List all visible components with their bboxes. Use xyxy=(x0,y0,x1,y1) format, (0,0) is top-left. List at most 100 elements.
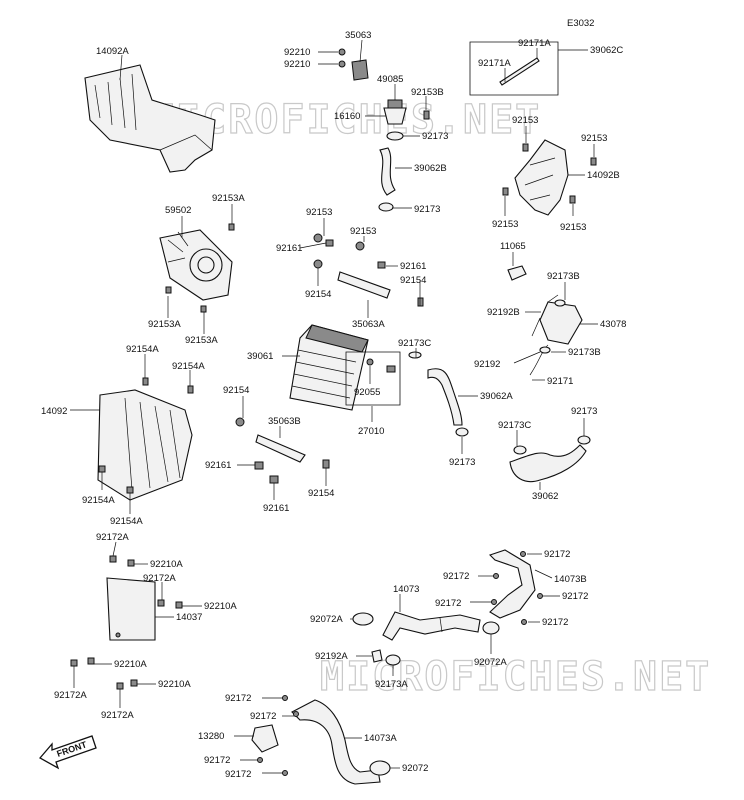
label-92055: 92055 xyxy=(354,387,380,398)
nut-92210A-c xyxy=(87,657,95,665)
label-92153A-l: 92153A xyxy=(148,319,181,330)
bolt-92172-b2 xyxy=(293,711,299,717)
label-49085: 49085 xyxy=(377,74,403,85)
label-43078: 43078 xyxy=(600,319,626,330)
bolt-92154A-b xyxy=(187,385,194,394)
label-92173-d: 92173 xyxy=(571,406,597,417)
bolt-92210-b xyxy=(338,60,346,68)
label-14037: 14037 xyxy=(176,612,202,623)
label-92171A-b: 92171A xyxy=(478,58,511,69)
clamp-92173C-b xyxy=(513,445,527,455)
clip-92192A xyxy=(371,649,383,663)
bolt-92172-b1 xyxy=(282,695,288,701)
cap-11065 xyxy=(507,265,527,281)
label-92072A-b: 92072A xyxy=(474,657,507,668)
clamp-92173-b xyxy=(378,202,394,212)
bolt-92153-r3 xyxy=(502,187,509,196)
nut-92210A-b xyxy=(175,601,183,609)
bolt-92153A-top xyxy=(228,223,235,231)
label-92154A-c: 92154A xyxy=(82,495,115,506)
label-92172-b3: 92172 xyxy=(204,755,230,766)
label-92172-r3: 92172 xyxy=(435,598,461,609)
clamp-92072A-a xyxy=(352,612,374,626)
label-92161-l2: 92161 xyxy=(263,503,289,514)
fan-59502 xyxy=(159,229,233,301)
hose-14073 xyxy=(382,611,481,641)
bolt-92153B xyxy=(423,110,430,120)
label-92154-l2: 92154 xyxy=(308,488,334,499)
label-92153-r3: 92153 xyxy=(492,219,518,230)
label-92153-r2: 92153 xyxy=(581,133,607,144)
clamp-92173B-a xyxy=(554,299,566,307)
clamp-92072A-b xyxy=(482,621,500,635)
label-35063: 35063 xyxy=(345,30,371,41)
label-92154-m2: 92154 xyxy=(400,275,426,286)
label-92161-m2: 92161 xyxy=(400,261,426,272)
bolt-92153-r2 xyxy=(590,157,597,166)
label-92153-r1: 92153 xyxy=(512,115,538,126)
label-92210A-a: 92210A xyxy=(150,559,183,570)
bolt-92172A-a xyxy=(109,555,117,563)
radiator-39061 xyxy=(289,324,369,411)
label-14073B: 14073B xyxy=(554,574,587,585)
bolt-92154-l2 xyxy=(322,459,330,469)
label-92172A-c: 92172A xyxy=(54,690,87,701)
shroud-14092 xyxy=(97,389,193,501)
cap-49085 xyxy=(383,99,407,125)
label-39062A: 39062A xyxy=(480,391,513,402)
hose-39062B xyxy=(379,147,396,196)
label-92153A-r: 92153A xyxy=(185,335,218,346)
bolt-92153-r4 xyxy=(569,195,576,204)
clamp-92072 xyxy=(369,760,391,776)
nut-92161-m1 xyxy=(325,239,334,247)
label-92171: 92171 xyxy=(547,376,573,387)
label-92173A: 92173A xyxy=(375,679,408,690)
label-92210-a: 92210 xyxy=(284,47,310,58)
label-92172A-d: 92172A xyxy=(101,710,134,721)
reservoir-43078 xyxy=(529,294,583,376)
label-92153B: 92153B xyxy=(411,87,444,98)
nut-92161-m2 xyxy=(377,261,386,269)
bolt-92154A-d xyxy=(126,486,134,494)
hose-14073B xyxy=(488,549,536,619)
label-39062B: 39062B xyxy=(414,163,447,174)
bolt-92153A-r xyxy=(200,305,207,313)
label-92173C-a: 92173C xyxy=(398,338,431,349)
bolt-92172-r3 xyxy=(537,593,543,599)
label-92173C-b: 92173C xyxy=(498,420,531,431)
shroud-14092A xyxy=(84,64,216,173)
nut-92161-l2 xyxy=(269,475,279,484)
label-92172-r5: 92172 xyxy=(542,617,568,628)
label-14092A: 14092A xyxy=(96,46,129,57)
label-92210A-d: 92210A xyxy=(158,679,191,690)
label-35063A: 35063A xyxy=(352,319,385,330)
bolt-92172-b3 xyxy=(257,757,263,763)
clamp-92173B-b xyxy=(539,346,551,354)
label-92153-r4: 92153 xyxy=(560,222,586,233)
shroud-14092B xyxy=(514,139,569,216)
label-39062C: 39062C xyxy=(590,45,623,56)
label-16160: 16160 xyxy=(334,111,360,122)
label-59502: 59502 xyxy=(165,205,191,216)
label-39061: 39061 xyxy=(247,351,273,362)
label-92172-r2: 92172 xyxy=(443,571,469,582)
hose-14073A xyxy=(291,699,381,785)
label-92210-b: 92210 xyxy=(284,59,310,70)
label-14092B: 14092B xyxy=(587,170,620,181)
nut-92210A-a xyxy=(127,559,135,567)
bolt-92154-m2 xyxy=(417,297,424,307)
label-92161-m1: 92161 xyxy=(276,243,302,254)
bolt-92172A-c xyxy=(70,659,78,667)
label-14092: 14092 xyxy=(41,406,67,417)
label-92192A: 92192A xyxy=(315,651,348,662)
label-92172-b2: 92172 xyxy=(250,711,276,722)
bolt-92172-r2 xyxy=(493,573,499,579)
label-92154-l: 92154 xyxy=(223,385,249,396)
bolt-92153A-l xyxy=(165,286,172,294)
bracket-13280 xyxy=(251,724,279,753)
label-92172-b4: 92172 xyxy=(225,769,251,780)
label-92153-m1: 92153 xyxy=(306,207,332,218)
label-92172A-a: 92172A xyxy=(96,532,129,543)
label-92154A-a: 92154A xyxy=(126,344,159,355)
